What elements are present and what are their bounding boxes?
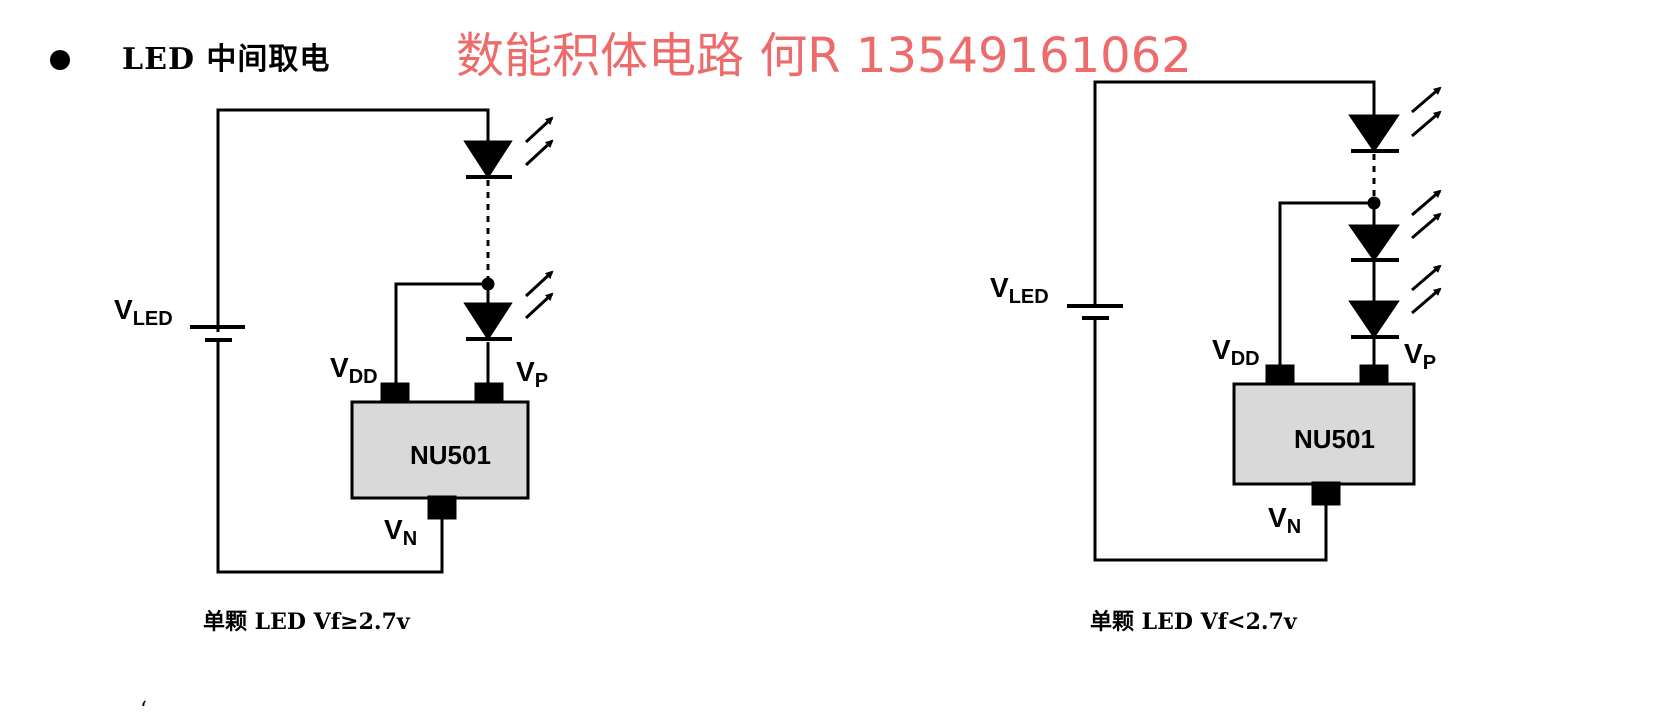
- right-led-middle-triangle: [1348, 224, 1400, 262]
- left-led-bottom-arrow-1: [524, 270, 554, 298]
- right-led-bottom-arrow-2: [1411, 287, 1442, 315]
- right-chip-body: [1232, 382, 1416, 486]
- clipped-next-bullet: ‘: [140, 698, 147, 723]
- left-vn-label: VN: [384, 514, 418, 550]
- left-vn-pin: [427, 495, 457, 520]
- right-led-middle-arrow-2: [1411, 212, 1442, 240]
- left-vdd-label: VDD: [330, 352, 378, 388]
- right-vdd-wire: [1278, 201, 1374, 369]
- right-chip-label: NU501: [1294, 424, 1375, 454]
- right-vn-label: VN: [1268, 502, 1302, 538]
- page-heading: LED 中间取电: [122, 42, 331, 77]
- left-wire-bottom: [216, 340, 444, 574]
- right-wire-bottom: [1093, 318, 1328, 562]
- left-led-top-arrow-1: [524, 116, 554, 144]
- left-caption: 单颗 LED Vf≥2.7v: [203, 609, 410, 635]
- right-circuit: [1067, 80, 1442, 562]
- watermark-text: 数能积体电路 何R 13549161062: [456, 28, 1192, 84]
- left-led-bottom-arrow-2: [524, 292, 554, 320]
- right-led-bottom-arrow-1: [1411, 264, 1442, 292]
- right-led-bottom-triangle: [1348, 300, 1400, 339]
- left-led-top-triangle: [463, 140, 513, 179]
- right-led-top-arrow-1: [1411, 86, 1442, 114]
- left-wire-top: [216, 108, 490, 332]
- left-circuit: [190, 108, 554, 574]
- left-chip-body: [350, 400, 530, 500]
- left-vdd-wire: [394, 282, 488, 386]
- right-led-middle-arrow-1: [1411, 189, 1442, 217]
- right-wire-top: [1093, 80, 1376, 308]
- right-led-top-triangle: [1348, 114, 1400, 153]
- left-vp-label: VP: [516, 356, 549, 392]
- bullet-dot: [50, 50, 70, 70]
- left-chip-label: NU501: [410, 440, 491, 470]
- left-vled-label: VLED: [114, 294, 173, 330]
- right-caption: 单颗 LED Vf<2.7v: [1090, 609, 1297, 635]
- right-vp-label: VP: [1404, 338, 1437, 374]
- right-vdd-label: VDD: [1212, 334, 1260, 370]
- right-vled-label: VLED: [990, 272, 1049, 308]
- left-led-bottom-triangle: [463, 302, 513, 341]
- left-led-top-arrow-2: [524, 139, 554, 167]
- right-vn-pin: [1311, 481, 1341, 506]
- right-led-top-arrow-2: [1411, 110, 1442, 138]
